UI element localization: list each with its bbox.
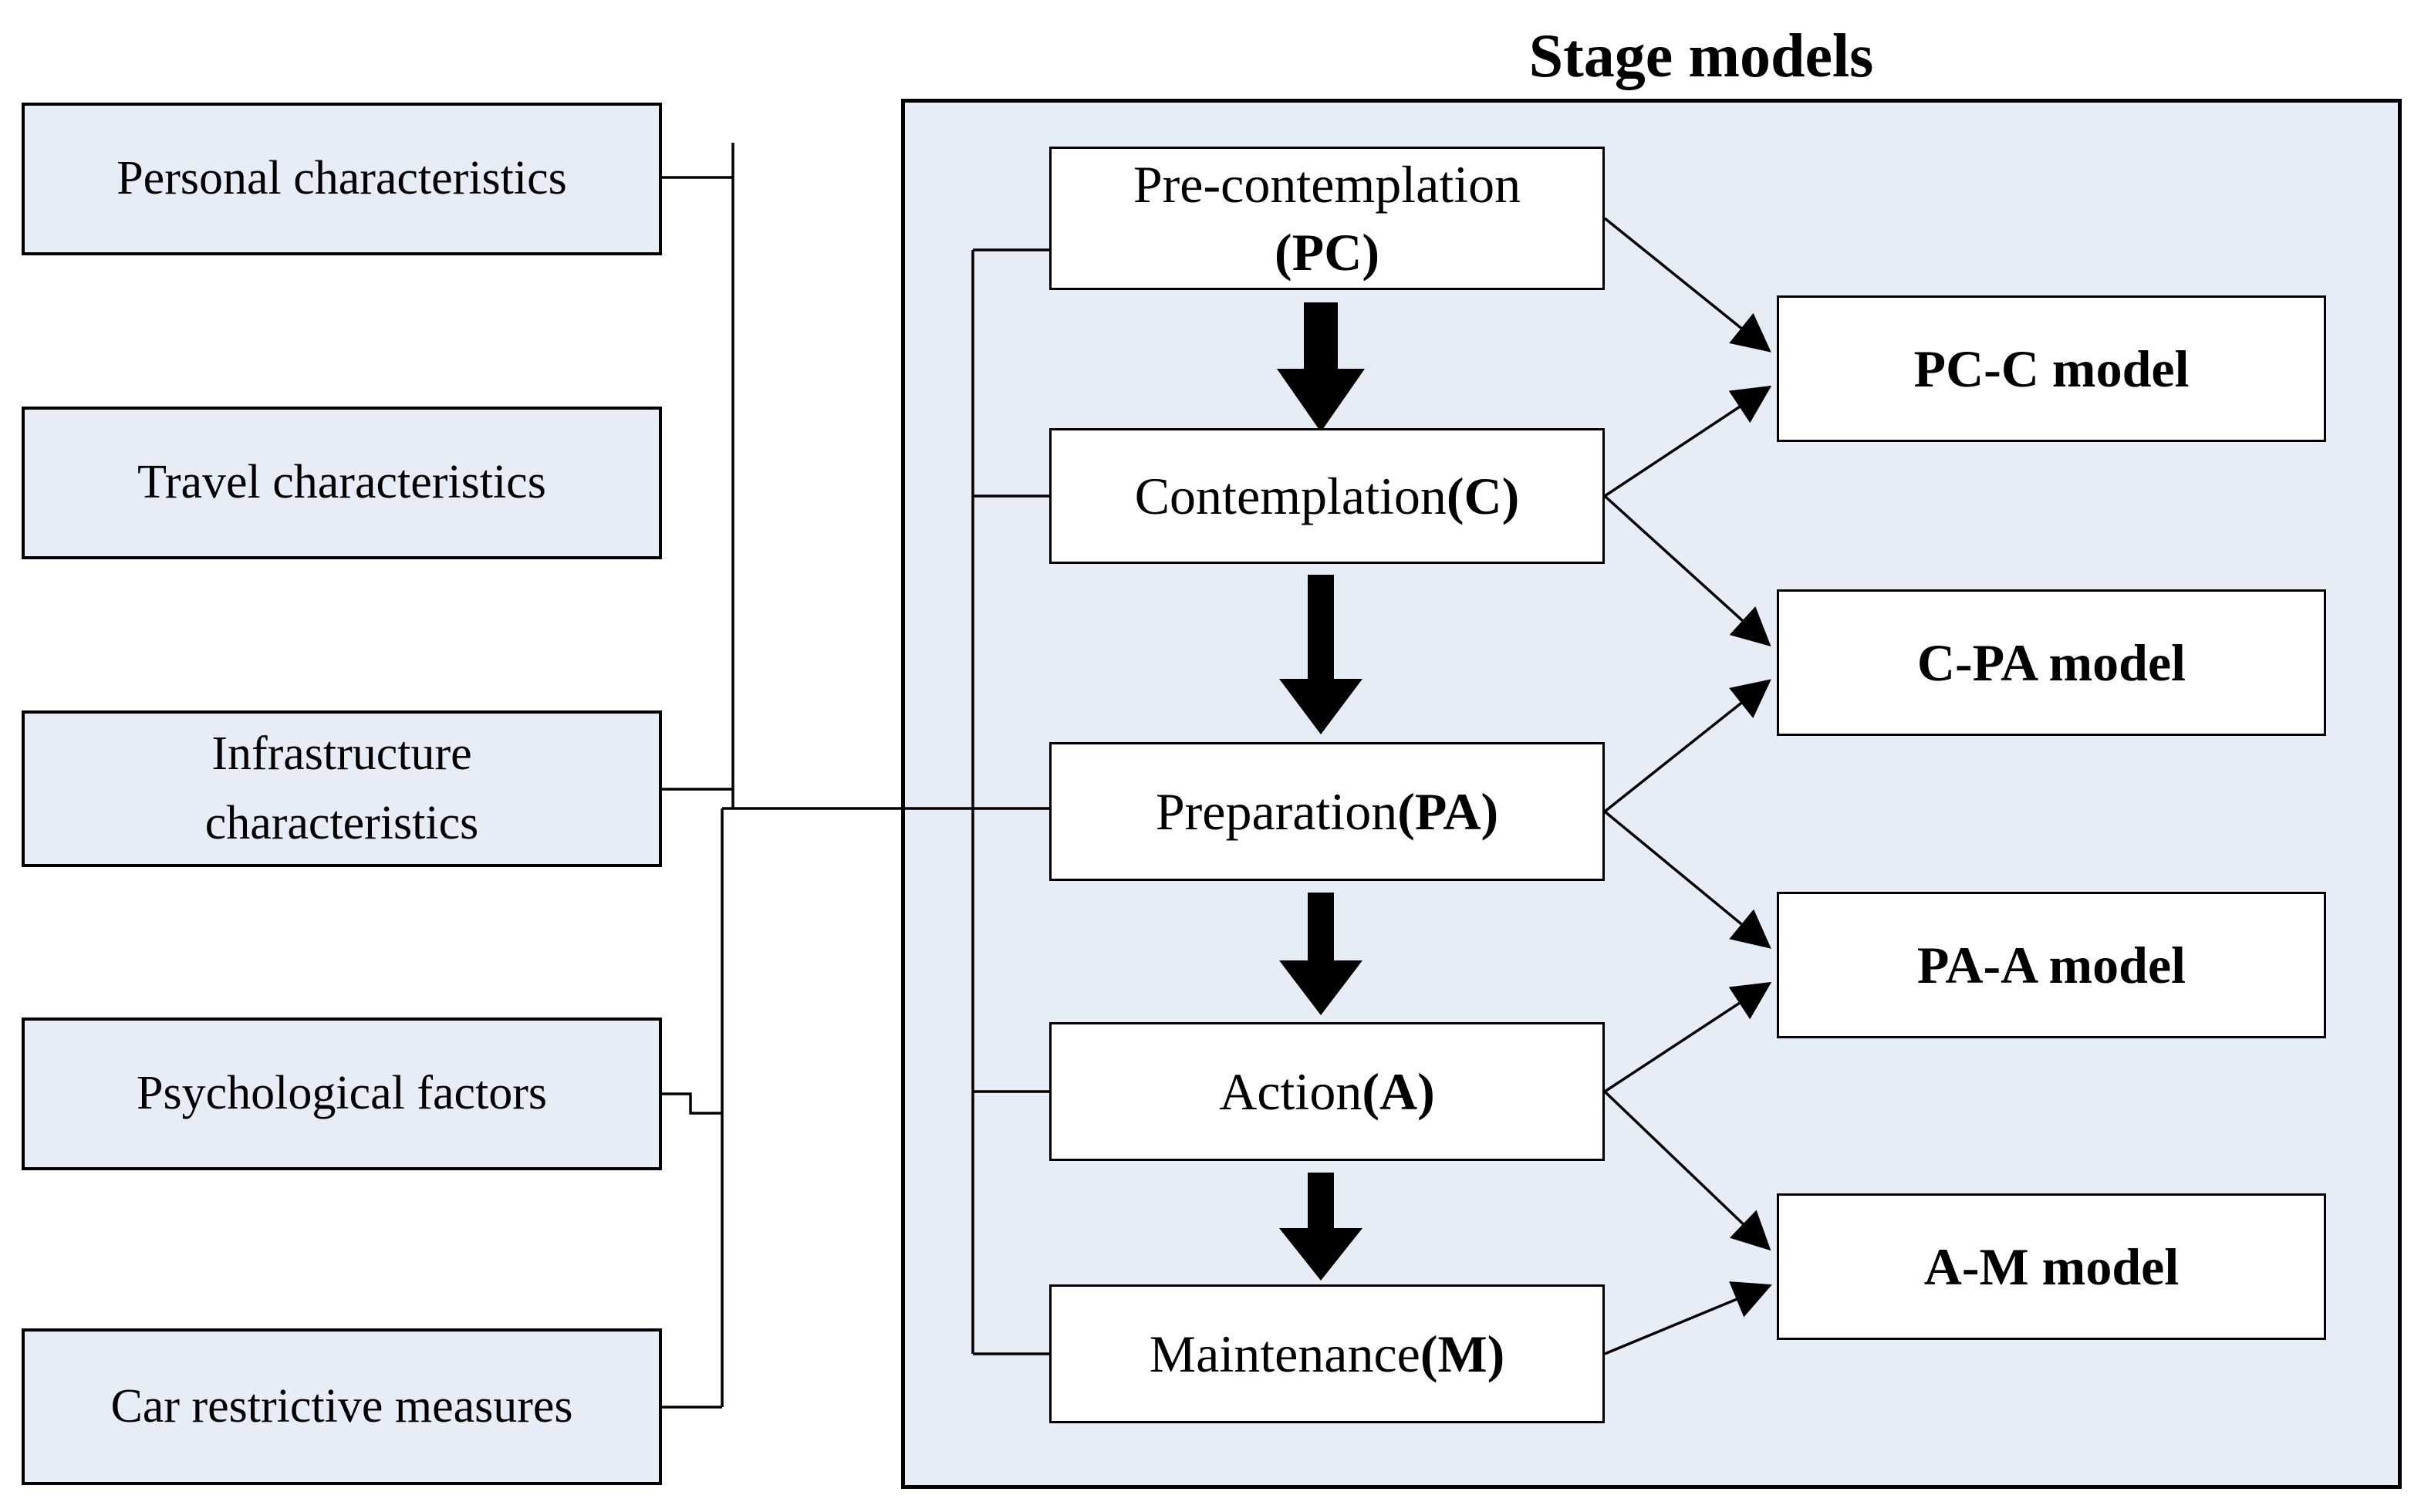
model-box-pc-c: PC-C model: [1777, 295, 2326, 442]
factor-box-infrastructure-characteristics: Infrastructure characteristics: [22, 710, 662, 867]
factor-label: Infrastructure characteristics: [204, 727, 479, 849]
model-label: PA-A model: [1916, 935, 2186, 994]
factor-label: Psychological factors: [136, 1067, 548, 1120]
model-label: C-PA model: [1916, 633, 2186, 692]
stage-abbr: (C): [1446, 466, 1520, 525]
stage-name: Contemplation: [1134, 466, 1447, 525]
stage-label: Preparation(PA): [1156, 778, 1498, 845]
stage-name: Action: [1219, 1061, 1362, 1121]
factor-box-car-restrictive-measures: Car restrictive measures: [22, 1328, 662, 1485]
model-box-a-m: A-M model: [1777, 1193, 2326, 1340]
stage-box-pre-contemplation: Pre-contemplation (PC): [1049, 147, 1605, 290]
stage-box-maintenance: Maintenance(M): [1049, 1284, 1605, 1423]
factor-label: Car restrictive measures: [110, 1379, 573, 1433]
diagram-title: Stage models: [1528, 22, 1874, 90]
factor-box-psychological-factors: Psychological factors: [22, 1018, 662, 1170]
factor-box-travel-characteristics: Travel characteristics: [22, 407, 662, 559]
factor-label: Travel characteristics: [137, 456, 546, 509]
stage-label: Maintenance(M): [1150, 1320, 1505, 1388]
stage-abbr: (M): [1420, 1324, 1505, 1383]
stage-abbr: (PC): [1275, 223, 1379, 282]
stage-box-contemplation: Contemplation(C): [1049, 428, 1605, 564]
stage-label: Action(A): [1219, 1058, 1434, 1126]
model-label: A-M model: [1923, 1237, 2180, 1296]
stage-box-preparation: Preparation(PA): [1049, 742, 1605, 881]
stage-abbr: (PA): [1397, 781, 1499, 841]
model-label: PC-C model: [1913, 339, 2190, 398]
factor-label: Personal characteristics: [116, 152, 567, 205]
stage-label: Contemplation(C): [1135, 462, 1520, 530]
stage-name: Maintenance: [1149, 1324, 1420, 1383]
model-box-c-pa: C-PA model: [1777, 589, 2326, 736]
stage-abbr: (A): [1362, 1061, 1435, 1121]
stage-name: Preparation: [1155, 781, 1398, 841]
factor-box-personal-characteristics: Personal characteristics: [22, 103, 662, 255]
stage-box-action: Action(A): [1049, 1022, 1605, 1161]
stage-name: Pre-contemplation: [1133, 154, 1521, 214]
model-box-pa-a: PA-A model: [1777, 892, 2326, 1038]
